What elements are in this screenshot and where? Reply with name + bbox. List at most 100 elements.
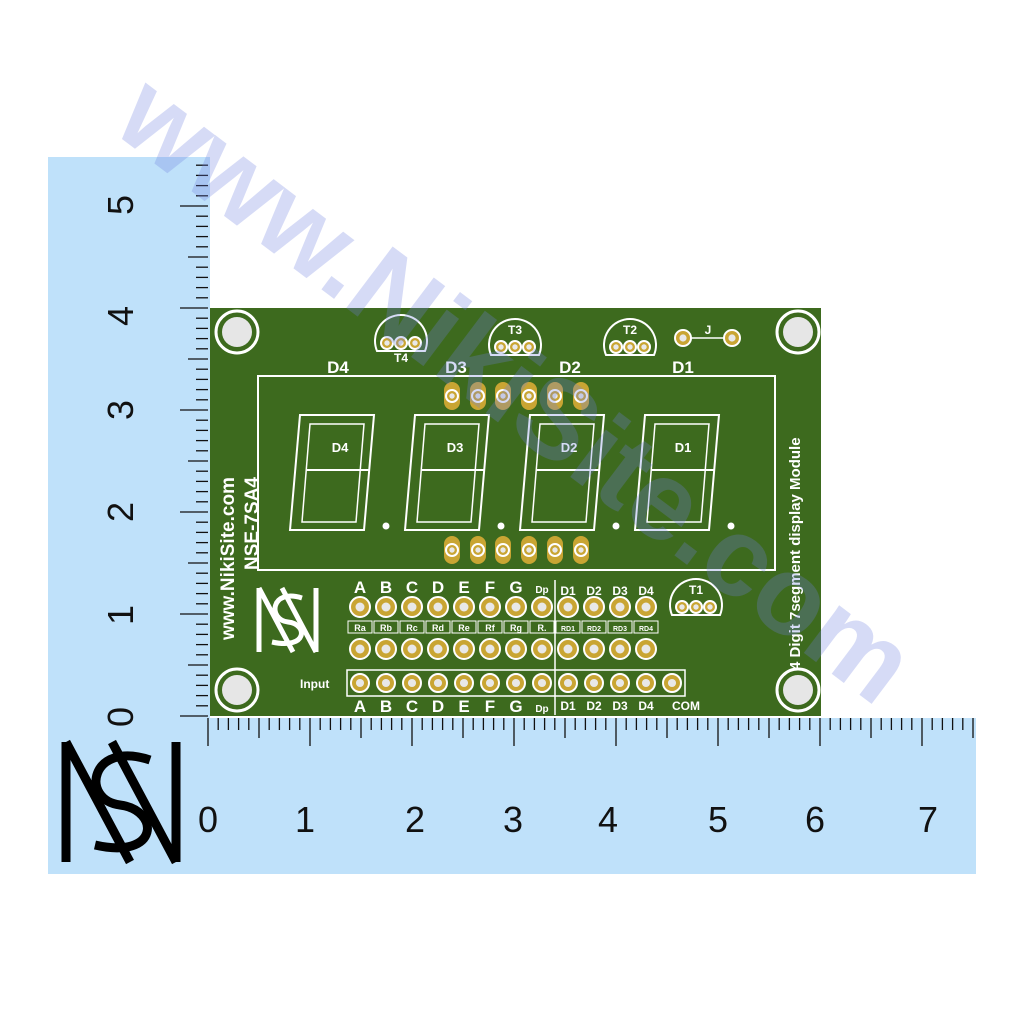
bottom-pin-label: C <box>406 697 418 716</box>
input-label: Input <box>300 677 329 691</box>
resistor-box <box>477 620 503 634</box>
pad-hole <box>578 547 584 553</box>
bottom-pin-label: D1 <box>560 699 576 713</box>
pad-hole <box>500 547 506 553</box>
transistor-label: T1 <box>689 583 703 597</box>
resistor-box <box>555 620 581 634</box>
pad-hole <box>433 678 443 688</box>
pad-hole <box>398 340 404 346</box>
pad-hole <box>679 334 687 342</box>
digit-header: D3 <box>445 358 467 377</box>
pad-hole <box>707 604 713 610</box>
digit-header: D4 <box>327 358 349 377</box>
resistor-box <box>451 620 477 634</box>
ruler-label: 4 <box>598 799 618 840</box>
ruler-label: 0 <box>198 799 218 840</box>
decimal-point <box>497 522 505 530</box>
pad-hole <box>381 644 391 654</box>
bottom-pin-label: D4 <box>638 699 654 713</box>
resistor-label: RD3 <box>613 626 627 633</box>
ruler-label: 0 <box>100 707 141 727</box>
pad-hole <box>728 334 736 342</box>
pad-hole <box>679 604 685 610</box>
bottom-pin-label: Dp <box>535 704 548 715</box>
hole-ring <box>775 667 821 713</box>
vertical-ruler-labels: 0 1 2 3 4 5 <box>100 195 141 727</box>
pad-hole <box>537 678 547 688</box>
pad-hole <box>407 602 417 612</box>
resistor-label: Ra <box>354 623 366 633</box>
pad-hole <box>511 678 521 688</box>
pad-hole <box>641 644 651 654</box>
pad-hole <box>459 602 469 612</box>
transistor-outline <box>488 318 542 356</box>
input-header-outline <box>346 669 686 697</box>
top-pin-label: A <box>354 578 366 597</box>
digit-inner <box>646 423 710 523</box>
pad-hole <box>433 602 443 612</box>
transistor-outline <box>669 578 723 616</box>
pad-hole <box>589 678 599 688</box>
digit-labels: D4 D3 D2 D1 <box>332 440 692 455</box>
pad-hole <box>613 344 619 350</box>
pad-hole <box>552 393 558 399</box>
pad-hole <box>355 602 365 612</box>
digit-outline <box>288 414 376 531</box>
pad-hole <box>498 344 504 350</box>
pad-hole <box>526 393 532 399</box>
digit-outline <box>633 414 721 531</box>
pad-hole <box>512 344 518 350</box>
display-outline <box>257 375 776 571</box>
digit-inner <box>301 423 365 523</box>
bottom-pin-label: A <box>354 697 366 716</box>
digit-outline <box>403 414 491 531</box>
ruler-label: 1 <box>100 605 141 625</box>
pad-hole <box>537 602 547 612</box>
resistor-label: Rb <box>380 623 392 633</box>
pad-hole <box>552 547 558 553</box>
ruler-label: 3 <box>503 799 523 840</box>
top-pin-label: D2 <box>586 584 602 598</box>
hole-ring <box>214 309 260 355</box>
decimal-point <box>612 522 620 530</box>
digit-inner <box>531 423 595 523</box>
top-pin-label: D3 <box>612 584 628 598</box>
nikisite-logo <box>61 739 181 865</box>
bottom-pin-label: G <box>509 697 522 716</box>
mounting-holes <box>214 309 821 713</box>
decimal-point <box>727 522 735 530</box>
bottom-pin-label: COM <box>672 699 700 713</box>
pad-hole <box>578 393 584 399</box>
board-logo <box>256 586 319 654</box>
top-pin-label: Dp <box>535 585 548 596</box>
decimal-point <box>382 522 390 530</box>
digit-inner <box>416 423 480 523</box>
pad-hole <box>563 644 573 654</box>
pad-hole <box>526 547 532 553</box>
pad-hole <box>511 644 521 654</box>
resistor-label: R. <box>538 623 547 633</box>
digit-label: D3 <box>447 440 464 455</box>
pad-hole <box>485 644 495 654</box>
digit-outline <box>518 414 606 531</box>
bottom-pin-label: B <box>380 697 392 716</box>
pad-hole <box>537 644 547 654</box>
top-pin-label: E <box>458 578 469 597</box>
transistor-label: T3 <box>508 323 522 337</box>
ruler-label: 1 <box>295 799 315 840</box>
resistor-label: RD2 <box>587 626 601 633</box>
resistor-box <box>425 620 451 634</box>
pad-hole <box>563 678 573 688</box>
ruler-label: 2 <box>100 502 141 522</box>
pad-hole <box>615 602 625 612</box>
pad-hole <box>485 678 495 688</box>
pad-hole <box>667 678 677 688</box>
mounting-hole <box>222 317 252 347</box>
resistor-box <box>529 620 555 634</box>
digit-header: D1 <box>672 358 694 377</box>
pad-hole <box>433 644 443 654</box>
pads <box>346 314 741 715</box>
pad-hole <box>615 678 625 688</box>
